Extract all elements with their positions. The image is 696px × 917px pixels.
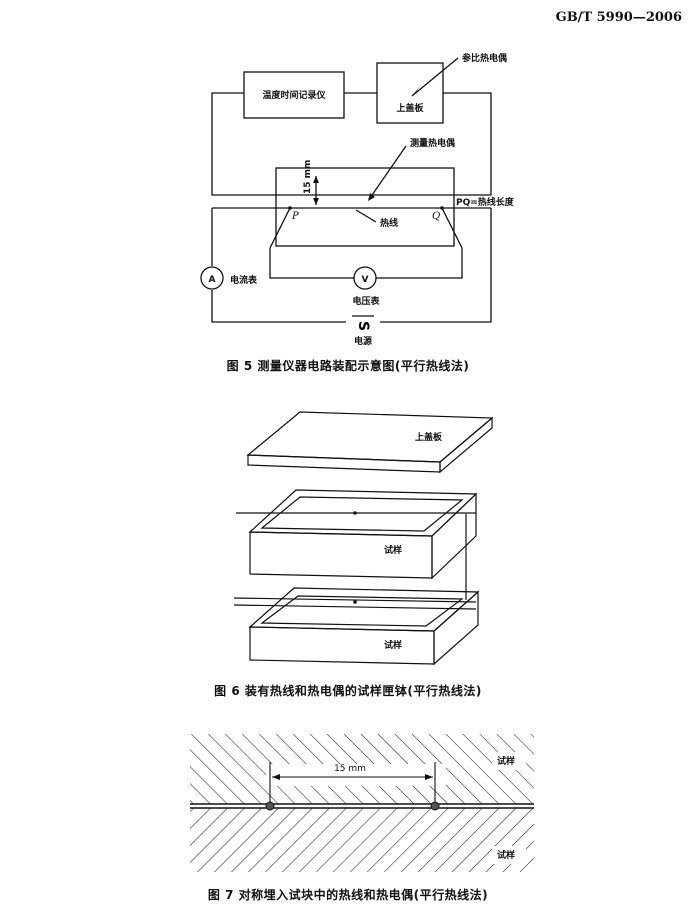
hot-wire-label: 热线 [380, 217, 398, 229]
figure-6-caption: 图 6 装有热线和热电偶的试样匣钵(平行热线法) [214, 684, 482, 698]
fig6-upper-plate-label: 上盖板 [415, 431, 443, 443]
measuring-thermocouple-label: 测量热电偶 [410, 137, 455, 149]
figure-6-sample-box-diagram [233, 411, 494, 666]
thermocouple-right [430, 801, 440, 811]
voltmeter-symbol [353, 266, 377, 290]
pq-length-label: PQ=热线长度 [456, 196, 515, 208]
upper-plate-label: 上盖板 [396, 102, 424, 114]
specimen-box [275, 167, 455, 247]
fig6-specimen-bottom-label: 试样 [384, 639, 402, 651]
voltmeter-label: 电压表 [352, 295, 380, 307]
reference-thermocouple-label: 参比热电偶 [462, 52, 507, 64]
recorder-label: 温度时间记录仪 [262, 89, 326, 101]
ammeter-label: 电流表 [230, 274, 258, 286]
point-q-label: Q [432, 211, 440, 222]
ammeter-symbol [200, 266, 224, 290]
point-p-label: P [291, 211, 299, 222]
voltmeter-letter: V [362, 275, 369, 285]
fig7-specimen-bottom-label: 试样 [497, 849, 515, 861]
power-label: 电源 [354, 335, 372, 347]
figure-7-cross-section [190, 734, 534, 872]
recorder-box [243, 71, 345, 119]
figure-5-caption: 图 5 测量仪器电路装配示意图(平行热线法) [226, 359, 470, 373]
fig5-distance-label: 15 mm [303, 160, 313, 194]
fig7-distance-label: 15 mm [334, 764, 366, 774]
fig7-specimen-top-label: 试样 [497, 755, 515, 767]
thermocouple-left [265, 801, 275, 811]
upper-plate-box [376, 62, 444, 124]
fig6-specimen-top-label: 试样 [384, 544, 402, 556]
upper-plate-slab-top [246, 411, 494, 463]
recorder-loop-wire [211, 92, 492, 196]
ammeter-letter: A [209, 275, 216, 285]
power-symbol: S [355, 321, 371, 331]
standard-number: GB/T 5990—2006 [555, 10, 682, 25]
voltmeter-wire [269, 248, 354, 279]
figure-7-caption: 图 7 对称埋入试块中的热线和热电偶(平行热线法) [207, 888, 489, 902]
